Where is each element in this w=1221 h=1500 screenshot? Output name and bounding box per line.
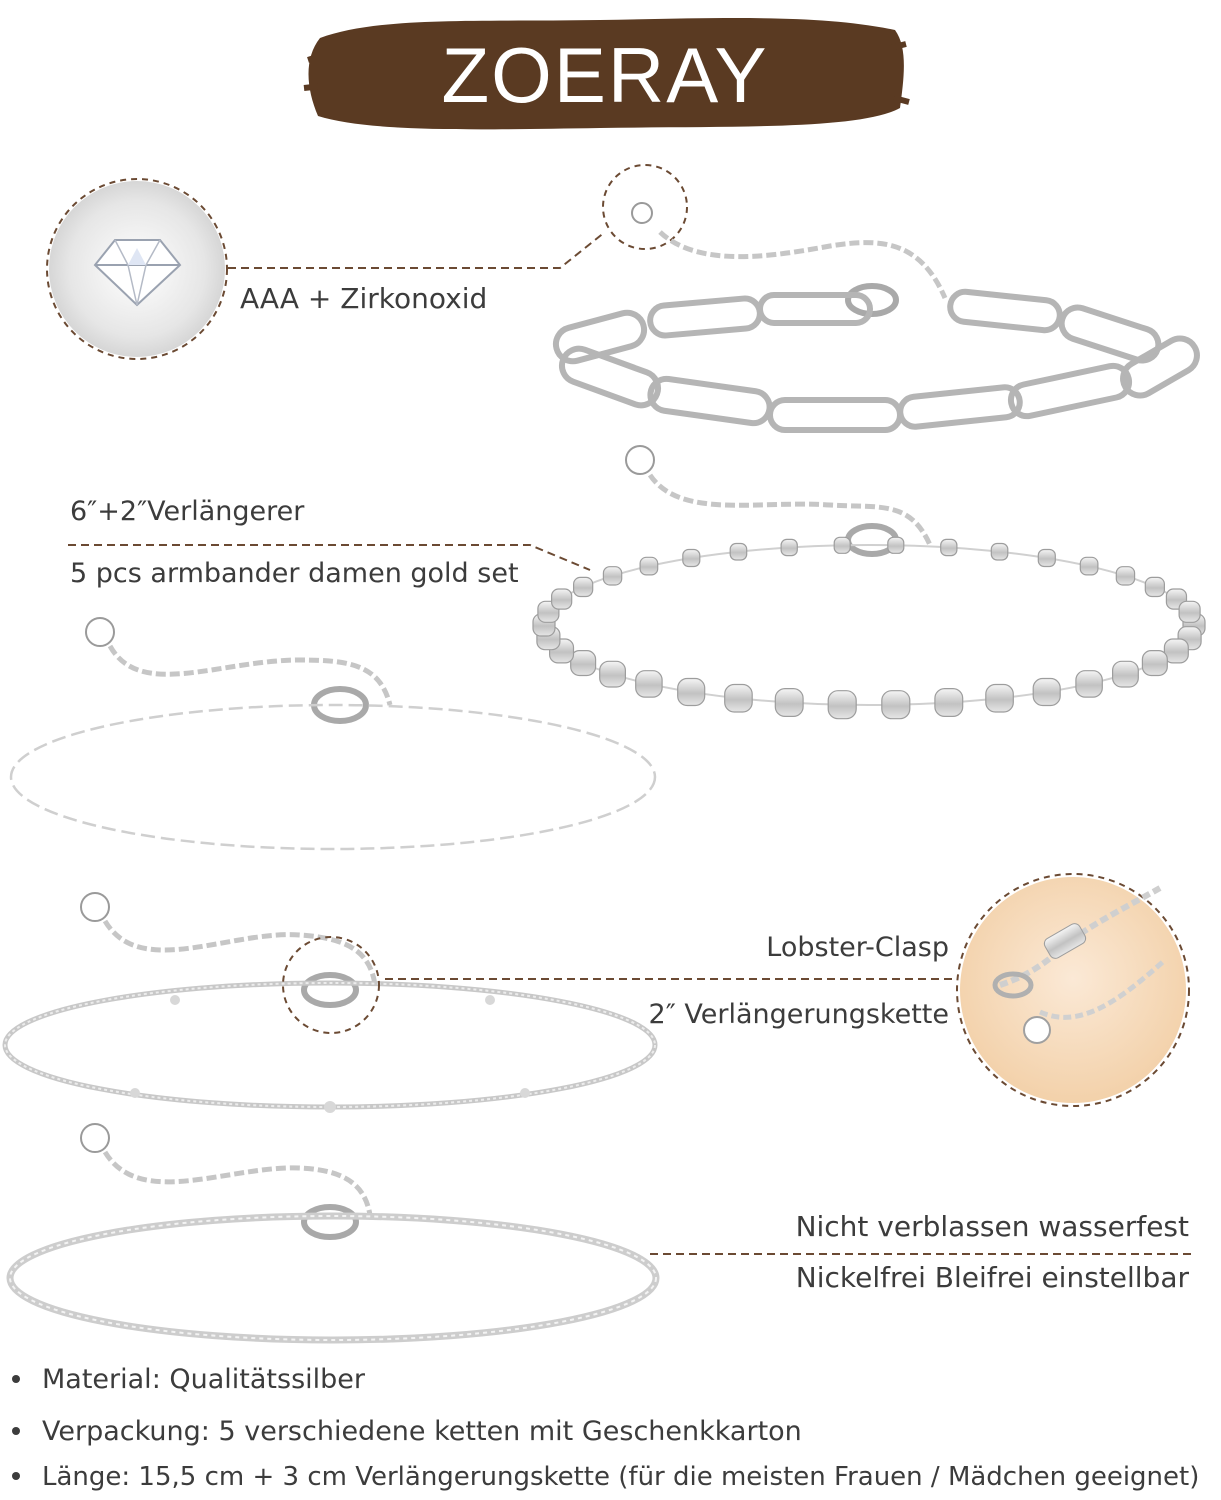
bead: [602, 566, 623, 586]
gem-icon: [93, 239, 182, 307]
bead: [934, 687, 964, 717]
bead: [1115, 566, 1136, 586]
spec-item: Verpackung: 5 verschiedene ketten mit Ge…: [12, 1416, 802, 1447]
callout-fade: Nicht verblassen wasserfest: [795, 1210, 1189, 1243]
bead: [639, 556, 659, 576]
bead: [1079, 556, 1099, 576]
bead: [550, 588, 573, 610]
bead: [682, 548, 701, 568]
bullet-icon: [12, 1374, 20, 1383]
spec-material: Material: Qualitätssilber: [42, 1364, 365, 1395]
spec-length: Länge: 15,5 cm + 3 cm Verlängerungskette…: [42, 1462, 1200, 1492]
bead: [1141, 649, 1168, 677]
bracelet-beads: [532, 445, 1206, 720]
bracelet-paperclip: [552, 230, 1200, 433]
bead: [570, 649, 597, 677]
spec-packaging: Verpackung: 5 verschiedene ketten mit Ge…: [42, 1416, 802, 1447]
bead: [677, 677, 706, 707]
spec-item: Material: Qualitätssilber: [12, 1364, 365, 1395]
zircon-leader-line: [228, 164, 688, 269]
bead: [990, 542, 1009, 561]
bracelet-box-chain: [6, 1123, 660, 1344]
bead: [1075, 670, 1103, 698]
bullet-icon: [12, 1426, 20, 1435]
bead: [887, 536, 905, 554]
bead: [1163, 638, 1189, 664]
bead: [1111, 660, 1139, 688]
bullet-icon: [12, 1471, 20, 1480]
bead: [635, 670, 663, 698]
bracelet-sequin: [9, 617, 657, 851]
brand-badge: ZOERAY: [300, 8, 910, 136]
bead: [729, 542, 748, 561]
bead: [572, 576, 594, 598]
callout-clasp: Lobster-Clasp: [766, 932, 949, 963]
bead: [1178, 600, 1201, 623]
bead: [1037, 548, 1056, 568]
callout-nickel: Nickelfrei Bleifrei einstellbar: [795, 1261, 1189, 1294]
bead: [1144, 576, 1166, 598]
leader-lines: [68, 544, 1192, 1255]
callout-set: 5 pcs armbander damen gold set: [70, 558, 519, 589]
zircon-closeup-circle: [46, 178, 228, 360]
bead: [985, 683, 1014, 713]
callout-extender: 6″+2″Verlängerer: [70, 496, 305, 527]
bead: [724, 683, 753, 713]
clasp-closeup-circle: [956, 873, 1190, 1107]
brand-name: ZOERAY: [441, 31, 769, 119]
bead: [599, 660, 627, 688]
spec-item: Länge: 15,5 cm + 3 cm Verlängerungskette…: [12, 1462, 1199, 1492]
bead: [833, 536, 851, 554]
brush-stroke-background: [303, 18, 910, 130]
bead: [881, 690, 911, 720]
bead: [780, 538, 798, 557]
bead: [774, 687, 804, 717]
bead: [940, 538, 958, 557]
callout-extension-chain: 2″ Verlängerungskette: [648, 999, 949, 1030]
bead: [827, 690, 857, 720]
bead: [1032, 677, 1061, 707]
callout-stone: AAA + Zirkonoxid: [240, 282, 488, 315]
bracelet-satellite: [2, 892, 658, 1113]
